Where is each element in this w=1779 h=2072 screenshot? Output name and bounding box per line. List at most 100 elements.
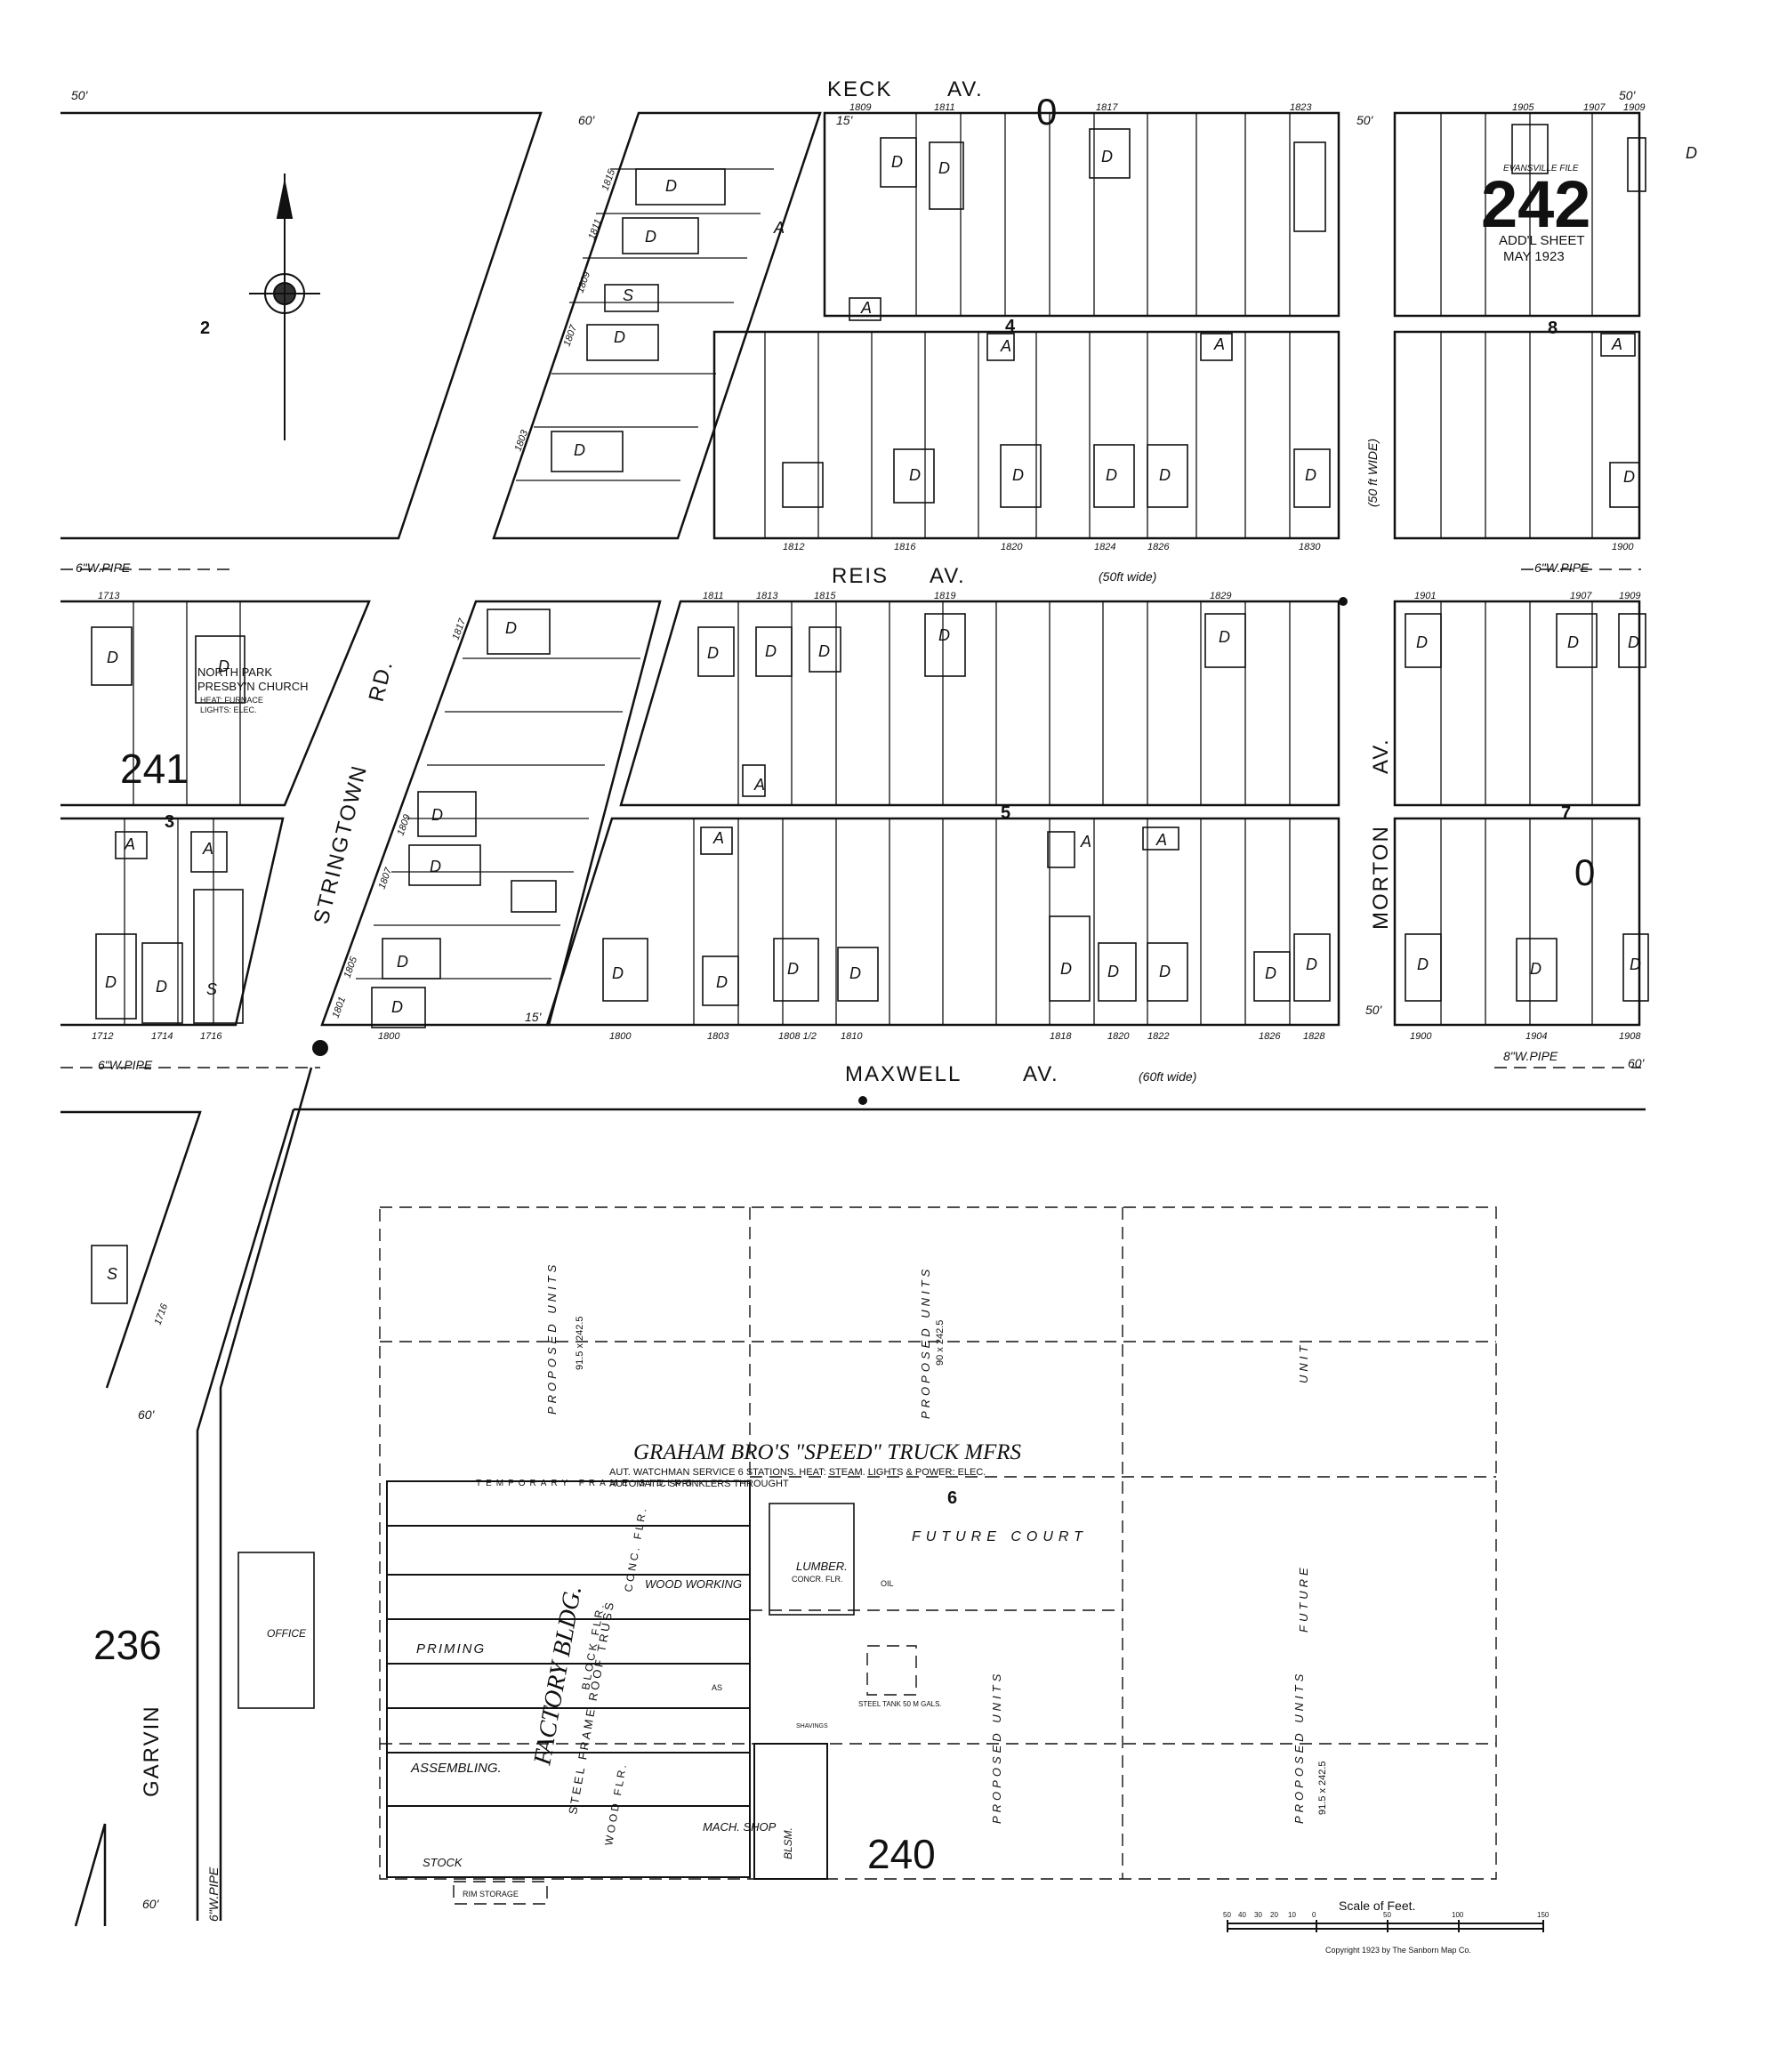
- svg-text:1713: 1713: [98, 591, 120, 601]
- svg-text:1816: 1816: [894, 542, 916, 552]
- pipe-label: 6"W.PIPE: [98, 1058, 153, 1072]
- svg-text:1828: 1828: [1303, 1031, 1325, 1042]
- block-5-south-outline: [545, 817, 1340, 1027]
- hydrant-markers: [312, 597, 1348, 1105]
- room-label: PRIMING: [416, 1641, 486, 1657]
- church-name-1: NORTH PARK: [197, 665, 272, 679]
- street-morton-label: MORTON: [1369, 825, 1393, 930]
- svg-text:1900: 1900: [1410, 1031, 1432, 1042]
- sheet-note-1: ADD'L SHEET: [1499, 233, 1585, 248]
- sheet-number: 242: [1481, 167, 1590, 241]
- svg-text:D: D: [505, 619, 517, 637]
- svg-text:1830: 1830: [1299, 542, 1321, 552]
- svg-text:1815: 1815: [814, 591, 836, 601]
- svg-text:D: D: [1630, 955, 1641, 973]
- width-mark: 50': [1619, 88, 1637, 102]
- factory-subtitle-1: AUT. WATCHMAN SERVICE 6 STATIONS. HEAT: …: [609, 1467, 986, 1478]
- svg-text:D: D: [218, 657, 229, 675]
- svg-text:1823: 1823: [1290, 102, 1312, 113]
- svg-text:A: A: [712, 829, 724, 847]
- street-reis-label: REIS: [832, 564, 889, 588]
- svg-text:D: D: [1416, 633, 1428, 651]
- width-mark: 60': [578, 113, 596, 127]
- block-number: 2: [200, 318, 210, 338]
- blsm-label: BLSM.: [782, 1827, 794, 1859]
- street-maxwell-width-label: (60ft wide): [1139, 1069, 1196, 1084]
- svg-text:D: D: [1012, 466, 1024, 484]
- svg-text:1820: 1820: [1107, 1031, 1130, 1042]
- block-7-north-outline: [1393, 600, 1641, 807]
- svg-text:50: 50: [1383, 1911, 1391, 1919]
- width-mark: 60': [138, 1407, 156, 1422]
- svg-text:1907: 1907: [1570, 591, 1592, 601]
- svg-text:D: D: [818, 642, 830, 660]
- svg-text:D: D: [1686, 144, 1697, 162]
- sheet-small-label: EVANSVILLE FILE: [1503, 164, 1579, 173]
- svg-text:1714: 1714: [151, 1031, 173, 1042]
- proposed-units-label: PROPOSED UNITS: [1292, 1671, 1306, 1824]
- svg-text:D: D: [612, 964, 624, 982]
- svg-text:D: D: [1628, 633, 1639, 651]
- svg-text:1809: 1809: [849, 102, 871, 113]
- svg-text:D: D: [1530, 960, 1542, 978]
- copyright: Copyright 1923 by The Sanborn Map Co.: [1325, 1946, 1471, 1955]
- svg-text:D: D: [707, 644, 719, 662]
- svg-text:D: D: [1265, 964, 1276, 982]
- temporary-siding-label: TEMPORARY FRAME SIDING: [476, 1479, 696, 1488]
- svg-text:1826: 1826: [1147, 542, 1170, 552]
- width-mark: 50': [1365, 1003, 1383, 1017]
- block-8-south-outline: [1393, 330, 1641, 540]
- church-name-2: PRESBY'N CHURCH: [197, 680, 309, 693]
- proposed-units-label: PROPOSED UNITS: [990, 1671, 1003, 1824]
- svg-text:1809: 1809: [576, 270, 593, 294]
- unit-dimensions: 90 x 242.5: [935, 1320, 946, 1366]
- address-numbers: 1809 1811 1817 1823 1905 1907 1909 1812 …: [92, 102, 1645, 1326]
- block-number: 4: [1005, 317, 1016, 336]
- church-lights: LIGHTS: ELEC.: [200, 705, 257, 714]
- garvin-road-edge: [196, 1109, 295, 1921]
- svg-text:1811: 1811: [934, 102, 955, 113]
- adjacent-sheet-241: 241: [120, 746, 189, 792]
- svg-text:D: D: [614, 328, 625, 346]
- compass-rose-icon: [249, 173, 320, 440]
- future-court-label: FUTURE COURT: [912, 1529, 1088, 1544]
- svg-text:A: A: [1611, 335, 1622, 353]
- svg-text:1810: 1810: [841, 1031, 863, 1042]
- svg-text:A: A: [753, 776, 765, 794]
- svg-text:1822: 1822: [1147, 1031, 1169, 1042]
- svg-text:10: 10: [1288, 1911, 1296, 1919]
- svg-text:1813: 1813: [756, 591, 778, 601]
- pipe-label: 6"W.PIPE: [76, 560, 131, 575]
- room-label: WOOD WORKING: [645, 1577, 742, 1591]
- block-keck-west-outline: [492, 111, 822, 540]
- svg-text:1811: 1811: [703, 591, 724, 601]
- svg-text:D: D: [1101, 148, 1113, 165]
- scale-title: Scale of Feet.: [1339, 1899, 1415, 1913]
- svg-text:1811: 1811: [587, 218, 604, 241]
- adjacent-sheet-236: 236: [93, 1622, 162, 1668]
- rim-storage-label: RIM STORAGE: [463, 1890, 519, 1899]
- svg-text:D: D: [765, 642, 777, 660]
- block-number: 7: [1561, 803, 1571, 823]
- proposed-units-label: PROPOSED UNITS: [545, 1262, 559, 1415]
- room-label: ASSEMBLING.: [410, 1761, 502, 1776]
- svg-text:A: A: [124, 835, 135, 853]
- svg-text:1812: 1812: [783, 542, 804, 552]
- room-label: MACH. SHOP: [703, 1820, 777, 1834]
- svg-text:A: A: [1080, 833, 1091, 851]
- street-stringtown-rd-label: RD.: [365, 657, 398, 704]
- svg-text:A: A: [202, 840, 213, 858]
- svg-text:A: A: [860, 299, 872, 317]
- svg-text:D: D: [1306, 955, 1317, 973]
- pipe-label: 6"W.PIPE: [1534, 560, 1590, 575]
- unit-label: UNIT: [1297, 1342, 1310, 1383]
- svg-text:D: D: [891, 153, 903, 171]
- street-reis-av-label: AV.: [930, 564, 966, 588]
- shavings-label: SHAVINGS: [796, 1723, 828, 1729]
- svg-text:D: D: [431, 806, 443, 824]
- svg-text:D: D: [430, 858, 441, 875]
- svg-text:1907: 1907: [1583, 102, 1606, 113]
- wood-flr-label: WOOD FLR.: [602, 1762, 629, 1847]
- svg-text:D: D: [1107, 963, 1119, 980]
